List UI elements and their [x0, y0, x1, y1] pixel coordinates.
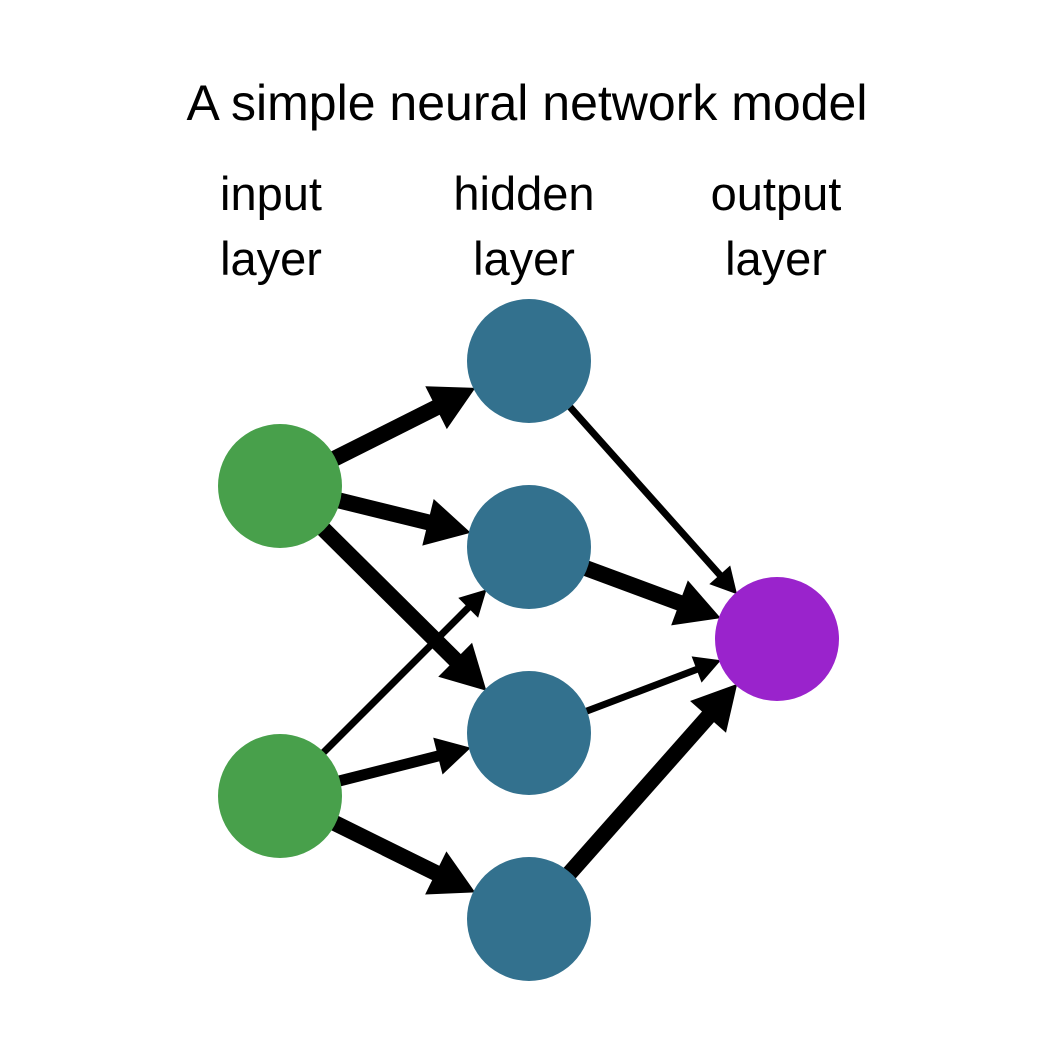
input-1-node — [218, 424, 342, 548]
arrowhead — [458, 589, 487, 618]
arrowhead — [690, 683, 738, 733]
hidden-3-node — [467, 671, 591, 795]
output-layer-label-line1: output — [711, 167, 842, 220]
input-layer-label-line2: layer — [220, 232, 322, 285]
arrowhead — [433, 737, 471, 775]
arrowhead — [438, 642, 487, 691]
arrowhead — [709, 565, 738, 595]
arrowhead — [671, 580, 721, 626]
output-1-node — [715, 577, 839, 701]
arrow-shaft — [578, 558, 685, 612]
arrow-input-1-to-hidden-3 — [314, 519, 487, 691]
arrow-shaft — [326, 399, 442, 469]
network-nodes — [218, 299, 839, 981]
hidden-2-node — [467, 485, 591, 609]
hidden-layer-label-line1: hidden — [453, 167, 594, 220]
arrow-input-1-to-hidden-1 — [326, 386, 476, 469]
layer-labels: input layer hidden layer output layer — [220, 167, 841, 285]
connection-arrows — [314, 386, 738, 895]
arrow-input-2-to-hidden-4 — [326, 813, 476, 895]
arrow-input-1-to-hidden-2 — [332, 491, 471, 546]
output-layer-label-line2: layer — [725, 232, 827, 285]
hidden-4-node — [467, 857, 591, 981]
arrow-shaft — [563, 400, 724, 579]
arrow-input-2-to-hidden-2 — [317, 589, 487, 759]
arrowhead — [422, 498, 471, 546]
hidden-1-node — [467, 299, 591, 423]
arrow-input-2-to-hidden-3 — [332, 737, 471, 788]
arrow-hidden-2-to-output-1 — [578, 558, 721, 626]
arrowhead — [425, 386, 476, 430]
arrow-hidden-1-to-output-1 — [563, 400, 738, 595]
arrow-hidden-4-to-output-1 — [560, 683, 738, 883]
input-2-node — [218, 734, 342, 858]
diagram-title: A simple neural network model — [187, 75, 868, 131]
arrow-shaft — [332, 750, 442, 788]
arrow-shaft — [580, 665, 700, 717]
arrow-shaft — [560, 710, 716, 883]
arrow-shaft — [332, 491, 432, 531]
arrow-hidden-3-to-output-1 — [580, 656, 721, 717]
hidden-layer-label-line2: layer — [473, 232, 575, 285]
arrow-shaft — [326, 813, 442, 881]
arrowhead — [691, 656, 721, 683]
input-layer-label-line1: input — [220, 167, 322, 220]
arrowhead — [425, 851, 476, 895]
arrow-shaft — [317, 603, 473, 759]
